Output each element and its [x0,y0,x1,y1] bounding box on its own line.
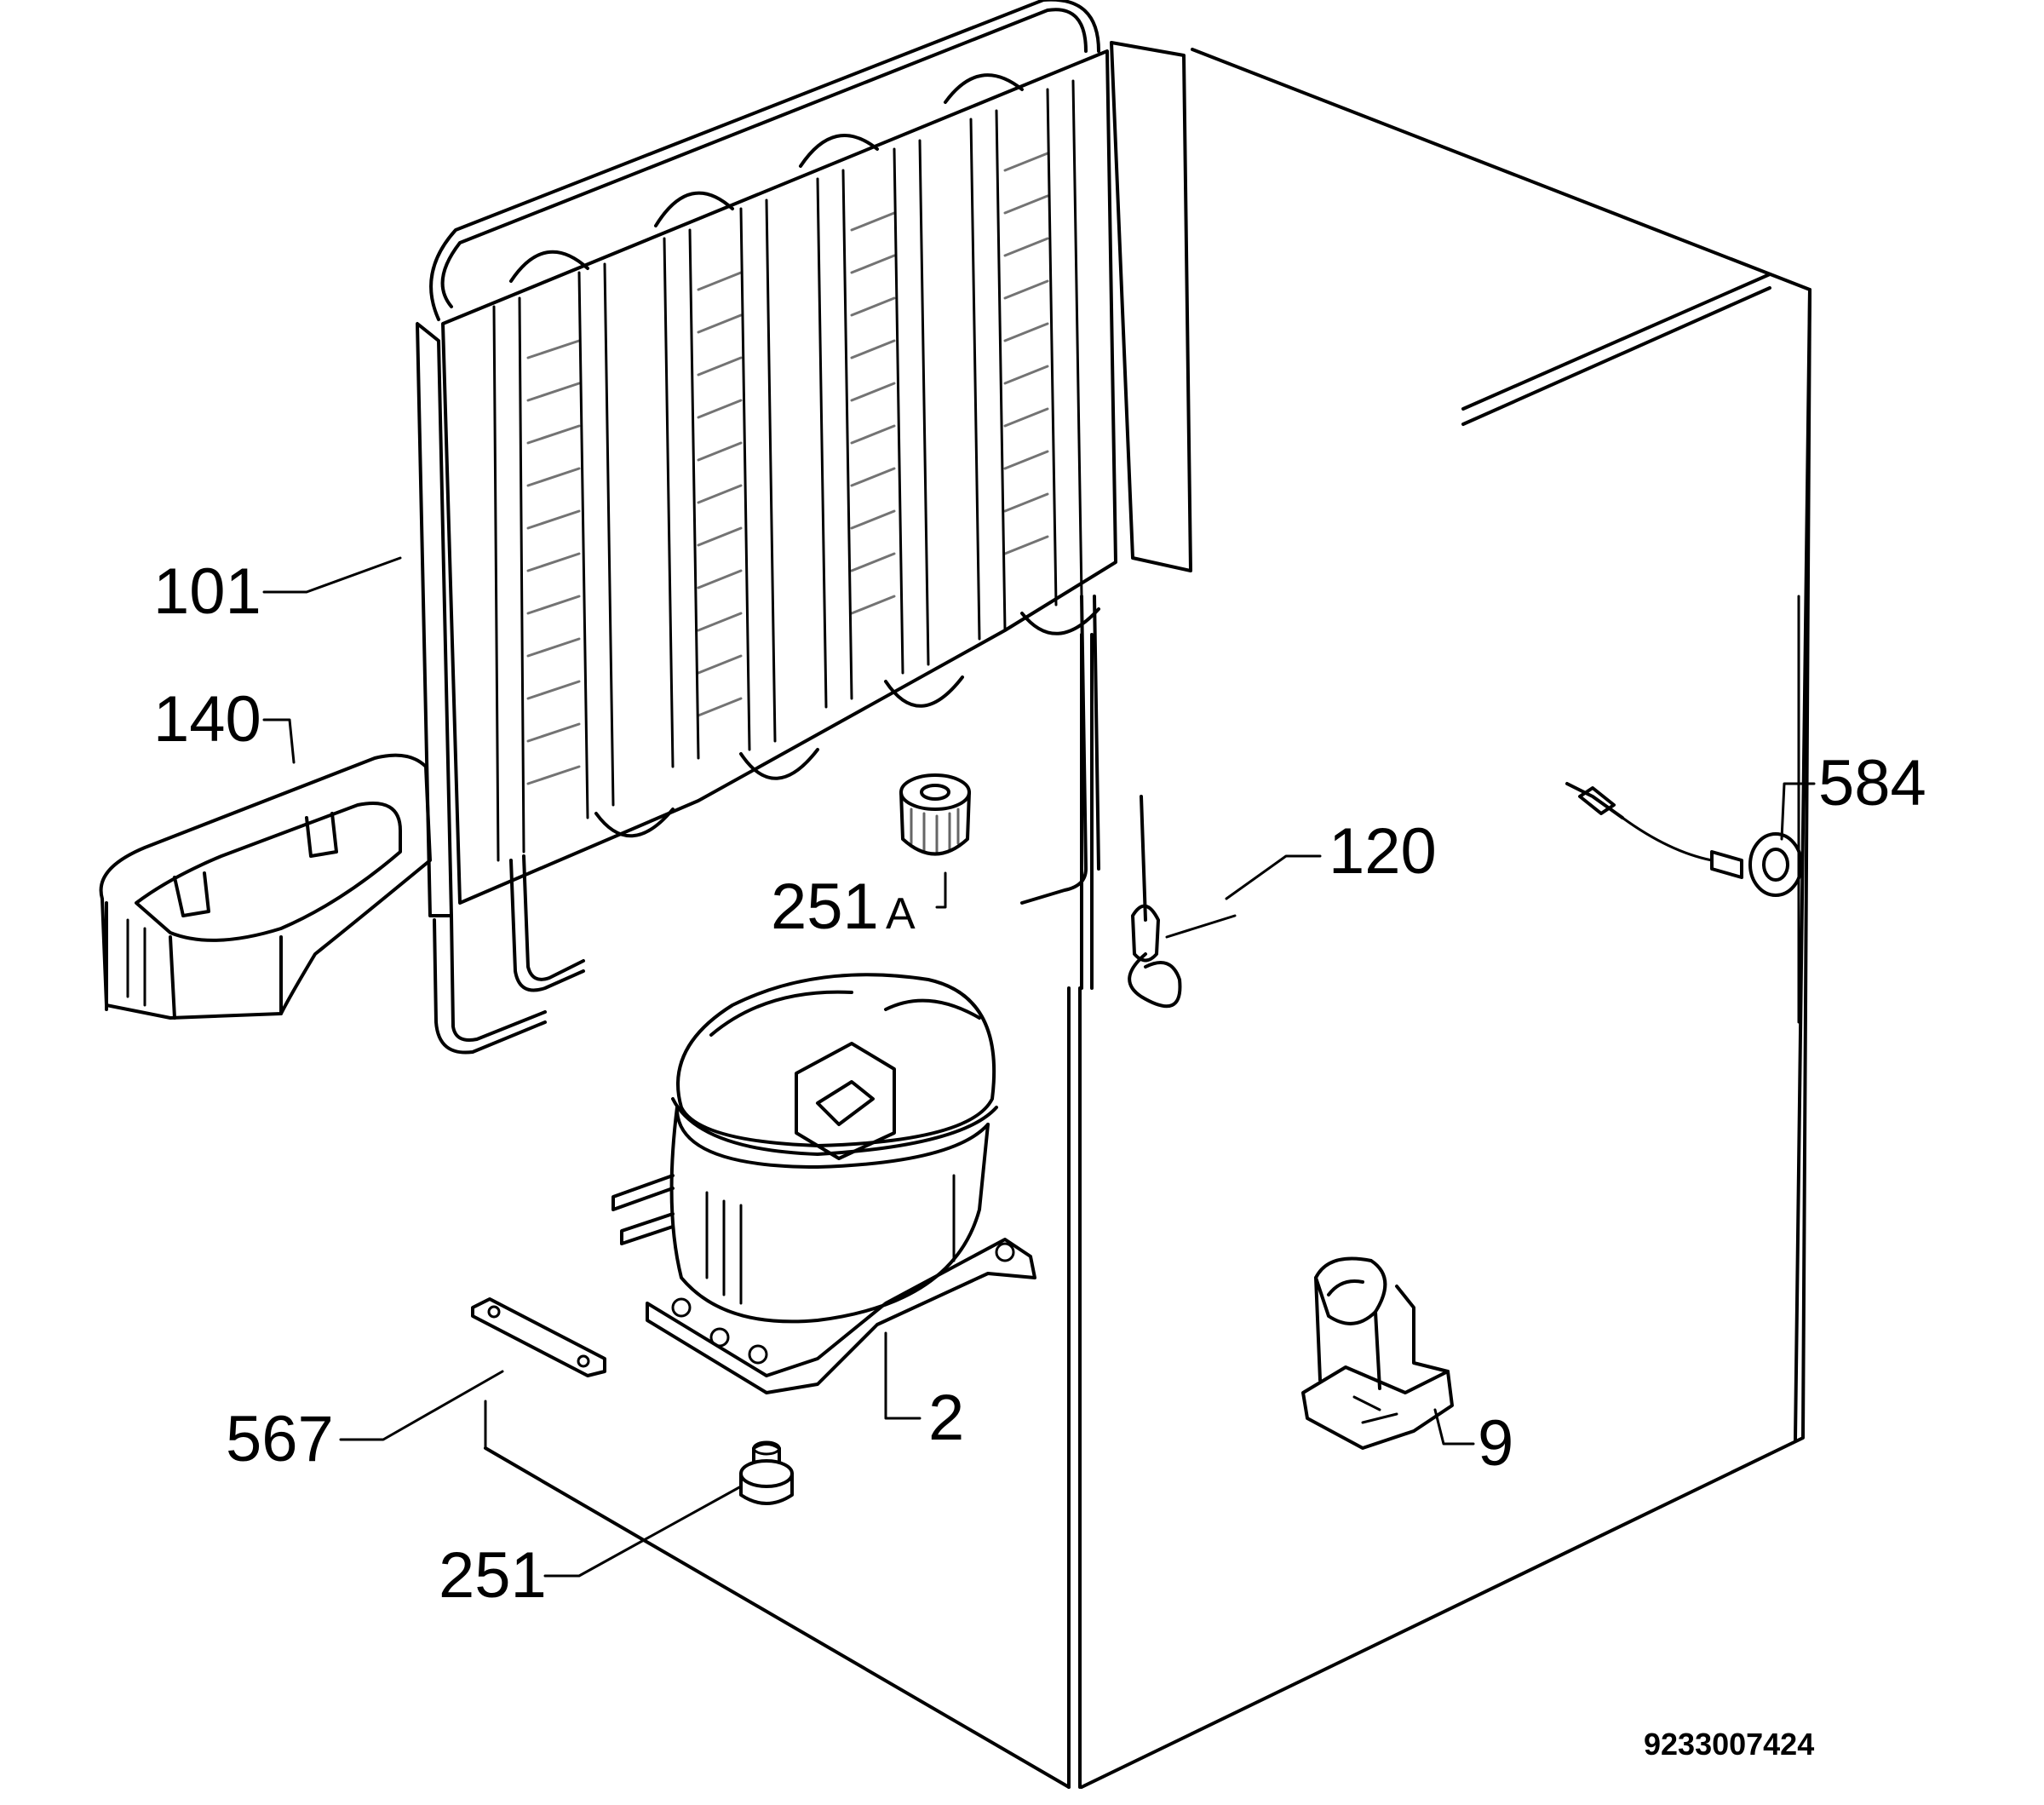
leader-567 [339,1370,504,1441]
strip-567 [471,1297,606,1377]
callout-251: 251 [439,1539,547,1612]
leader-251a [935,871,947,909]
leader-9 [1433,1408,1475,1446]
callout-labels: 101 140 251 A 120 584 2 567 251 9 923300… [153,555,1926,1762]
leader-251 [543,1485,743,1578]
leader-2 [884,1331,922,1420]
callout-567: 567 [226,1403,334,1475]
callout-251a-number: 251 [771,871,879,943]
drip-tray [99,753,432,1020]
grommet-251 [739,1440,794,1505]
document-number: 9233007424 [1644,1727,1814,1762]
callout-584: 584 [1818,747,1926,819]
grommet-251a [899,773,971,856]
leader-120 [1225,854,1322,900]
sensor-120 [1128,795,1237,1009]
cabinet [484,48,1811,1789]
cable-584 [1565,782,1803,897]
callout-120: 120 [1329,815,1437,888]
callout-2: 2 [928,1382,964,1454]
compressor [611,973,1036,1394]
condenser [416,0,1192,1055]
leader-lines [262,556,1816,1578]
callout-251a-suffix: A [886,889,916,939]
callout-9: 9 [1478,1407,1513,1480]
leader-584 [1780,782,1816,841]
relay-clip-9 [1301,1256,1454,1450]
callout-101: 101 [153,555,261,628]
leader-101 [262,556,402,594]
callout-140: 140 [153,683,261,756]
leader-140 [262,718,296,764]
